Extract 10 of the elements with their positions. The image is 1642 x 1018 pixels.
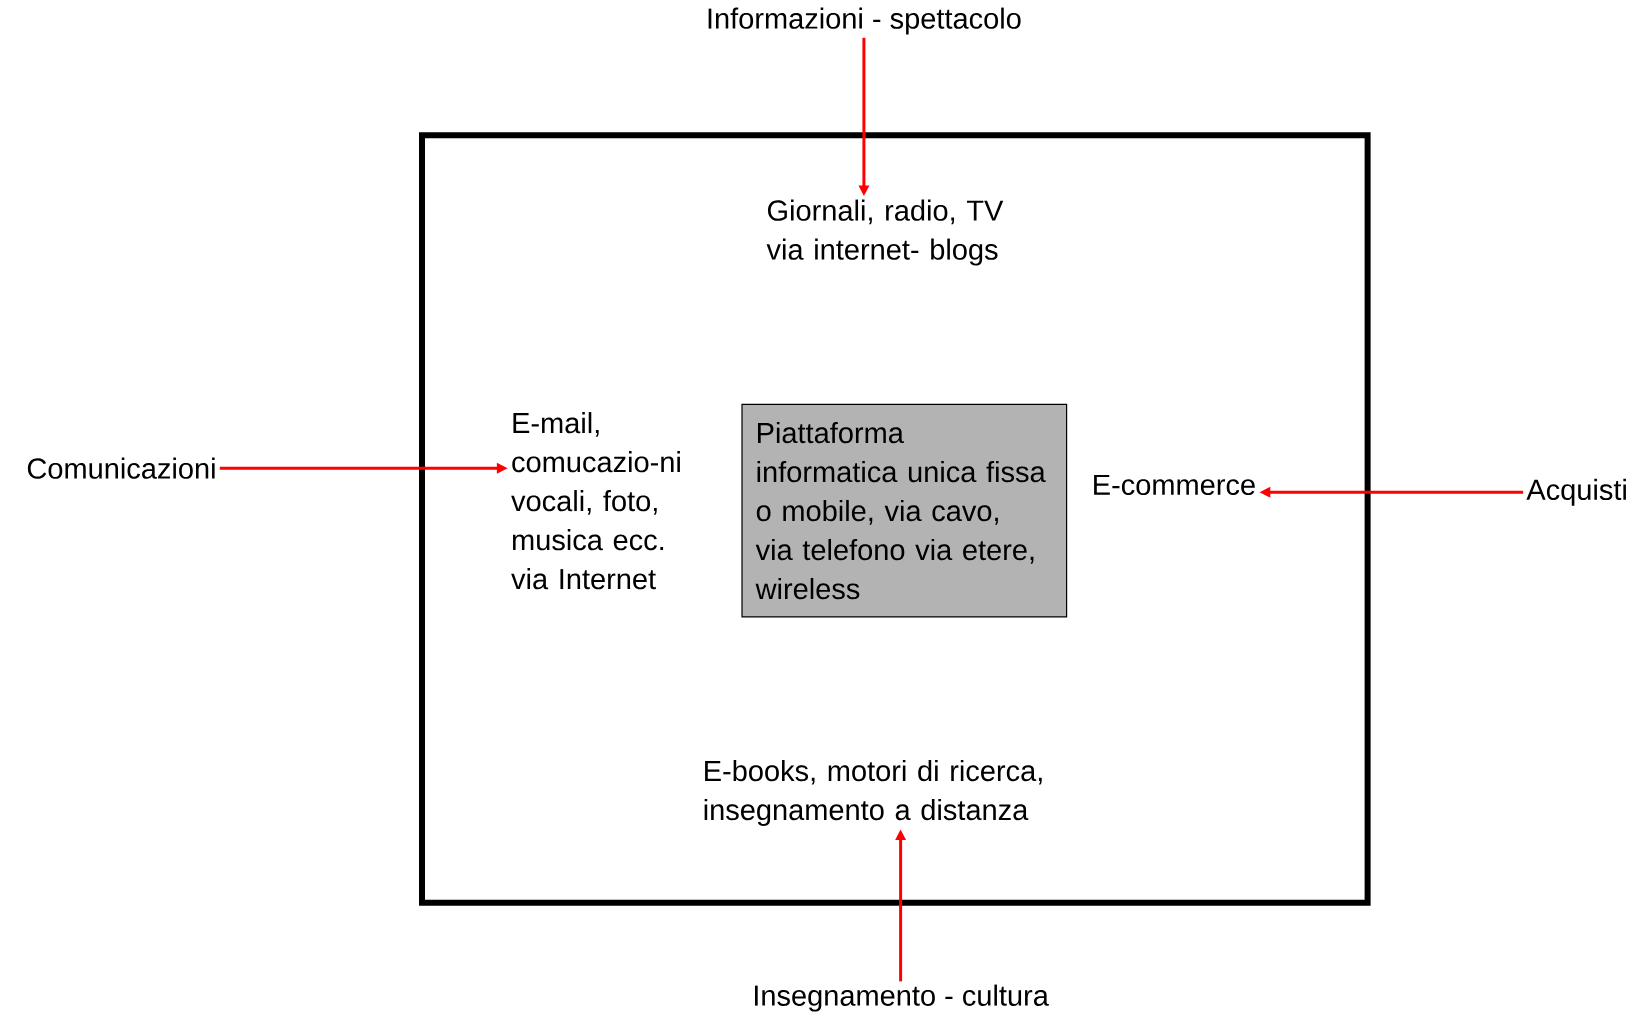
text-label: Informazioni - spettacolo <box>708 7 1021 35</box>
frame-box <box>419 132 1371 906</box>
text-label: E-books, motori di ricerca, insegnamento a distanza <box>704 759 1042 826</box>
text-label: Giornali, radio, TV via internet- blogs <box>766 199 1004 266</box>
text-label: E-commerce <box>1094 474 1255 496</box>
text-label: Acquisti <box>1526 478 1626 506</box>
text-label: Insegnamento - cultura <box>755 984 1049 1012</box>
text-label: E-mail, comucazio-ni vocali, foto, musica ecc. via Internet <box>511 412 680 590</box>
text-label: Comunicazioni <box>27 457 215 479</box>
platform-box: Piattaforma informatica unica fissa o mobile, via cavo, via telefono via etere, wireless <box>741 403 1068 618</box>
